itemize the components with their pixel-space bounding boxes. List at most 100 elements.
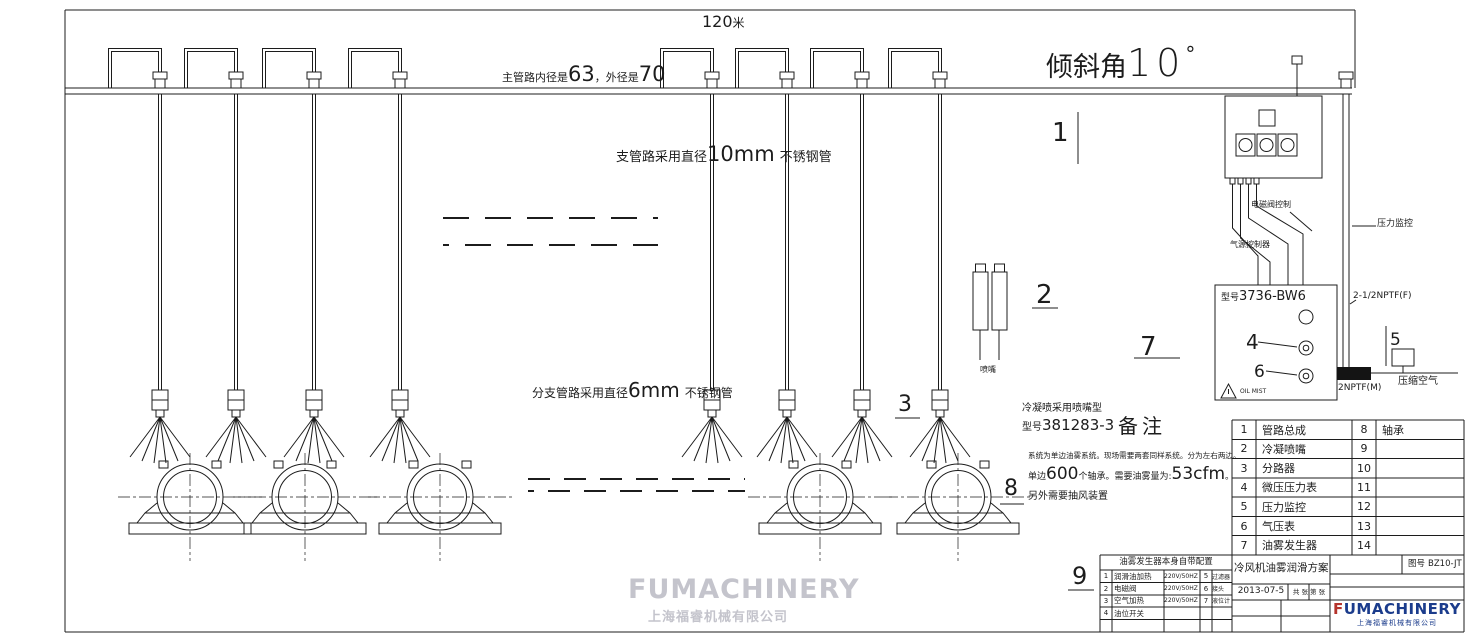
config-item-name: 润滑油加热 [1114,571,1152,581]
config-item-name: 液位计 [1212,598,1231,606]
note-text: 不锈钢管 [779,150,832,165]
config-item-number: 3 [1103,596,1109,605]
incline-angle-note: 倾斜角 10 ° [1046,44,1195,82]
bearing-symbol [747,452,893,562]
callout-4: 4 [1246,330,1259,354]
note-text: 型号 [1022,422,1042,433]
model-label: 型号 [1221,293,1240,303]
bearing-symbols [117,452,1031,562]
part-number: 11 [1357,480,1371,494]
drawing-title: 冷风机油雾润滑方案 [1234,562,1329,574]
drawing-frame [64,9,1465,633]
nozzle-type-note-line2: 型号 381283-3 [1022,418,1114,433]
config-table-row: 4 油位开关 [1100,607,1232,619]
config-item-name: 接头 [1212,586,1225,594]
config-item-number: 5 [1203,572,1209,581]
config-table-row: 2 电磁阀 220V/50HZ 6 接头 [1100,582,1232,594]
main-header-pipe [65,87,1352,95]
branch-drop [108,48,191,464]
air-supply-line [1337,71,1458,380]
part-name: 气压表 [1262,520,1295,534]
config-item-number: 2 [1103,584,1109,593]
sheet-info: 共 张 第 张 [1292,588,1326,596]
drawing-number-value: BZ10-JT [1428,559,1462,569]
condensation-nozzle-pair [972,263,1008,360]
config-item-number: 7 [1203,596,1209,605]
company-name: 上海福睿机械有限公司 [1357,619,1437,627]
part-number: 2 [1240,442,1248,456]
branch-drop [735,48,818,464]
part-name: 管路总成 [1262,423,1306,437]
remarks-line3: 另外需要抽风装置 [1028,491,1108,502]
note-text: 单边 [1028,472,1047,482]
control-box [1224,55,1323,285]
model-value: 3736-BW6 [1239,289,1306,304]
config-table-row: 3 空气加热 220V/50HZ 7 液位计 [1100,595,1232,607]
compressed-air-label: 压缩空气 [1398,376,1438,387]
part-number: 13 [1357,519,1371,533]
config-item-name: 空气加热 [1114,596,1144,606]
config-item-spec: 220V/50HZ [1164,572,1198,580]
bearing-symbol [232,452,378,562]
nozzle-model-value: 381283-3 [1042,416,1115,434]
part-number: 1 [1240,423,1248,437]
config-item-number: 1 [1103,572,1109,581]
bearing-symbol [367,452,513,562]
length-value: 120 [702,12,733,31]
subbranch-size-value: 6mm [628,378,680,402]
break-marks [443,217,745,492]
config-item-name: 过滤器 [1212,573,1231,581]
part-name: 分路器 [1262,462,1295,476]
config-table-row [1100,620,1232,632]
callout-3: 3 [898,392,912,417]
watermark-logo: FUMACHINERY [628,574,860,605]
config-table-row: 1 润滑油加热 220V/50HZ 5 过滤器 [1100,570,1232,582]
npt-female-label: 2-1/2NPTF(F) [1353,291,1412,301]
part-number: 8 [1360,423,1368,437]
part-number: 7 [1240,538,1248,552]
callout-8: 8 [1004,476,1018,501]
callout-6: 6 [1254,362,1265,382]
parts-table: 1 管路总成 8 轴承 2 冷凝喷嘴 9 3 分路器 10 4 微压压力表 11… [1232,420,1464,555]
branch-drops [108,48,971,464]
part-name: 微压压力表 [1262,481,1317,495]
drawing-date: 2013-07-5 [1237,586,1285,596]
main-pipe-note: 主管路内径是 63 ，外径是 70 [502,64,665,85]
mist-flow-value: 53cfm [1171,464,1226,484]
note-text: ，外径是 [594,71,639,84]
note-text: 。 [1225,472,1235,482]
parts-table-row: 5 压力监控 12 [1232,497,1464,516]
callout-9: 9 [1072,562,1088,590]
config-item-name: 电磁阀 [1114,584,1137,594]
parts-table-row: 6 气压表 13 [1232,516,1464,535]
watermark-company: 上海福睿机械有限公司 [648,610,789,625]
npt-male-label: 2NPTF(M) [1338,383,1382,393]
note-text: 个轴承。需要油雾量为: [1078,472,1172,482]
incline-label: 倾斜角 [1046,52,1127,83]
bearing-symbol [885,452,1031,562]
part-number: 12 [1357,500,1371,514]
note-text: 不锈钢管 [684,386,733,400]
note-text: 分支管路采用直径 [532,386,629,400]
pipe-tap-fitting [1338,71,1354,89]
part-number: 4 [1240,480,1248,494]
callout-2: 2 [1036,280,1053,310]
nozzle-type-note-line1: 冷凝喷采用喷嘴型 [1022,403,1102,414]
branch-drop [348,48,431,464]
remarks-line1: 系统为单边油雾系统。现场需要两套同样系统。分为左右两边。 [1028,451,1241,460]
branch-pipe-note: 支管路采用直径 10mm 不锈钢管 [616,144,832,165]
branch-size-value: 10mm [707,142,775,166]
drawing-number: 图号 BZ10-JT [1408,560,1462,569]
callout-1: 1 [1052,118,1069,148]
config-table: 1 润滑油加热 220V/50HZ 5 过滤器 2 电磁阀 220V/50HZ … [1100,570,1232,632]
part-name: 冷凝喷嘴 [1262,442,1306,456]
company-logo-block: FUMACHINERY 上海福睿机械有限公司 [1330,601,1464,632]
config-item-spec: 220V/50HZ [1164,597,1198,605]
parts-table-grid [1231,419,1464,556]
part-number: 6 [1240,519,1248,533]
branch-drop [810,48,893,464]
part-number: 5 [1240,500,1248,514]
config-item-spec: 220V/50HZ [1164,585,1198,593]
config-item-number: 6 [1203,584,1209,593]
